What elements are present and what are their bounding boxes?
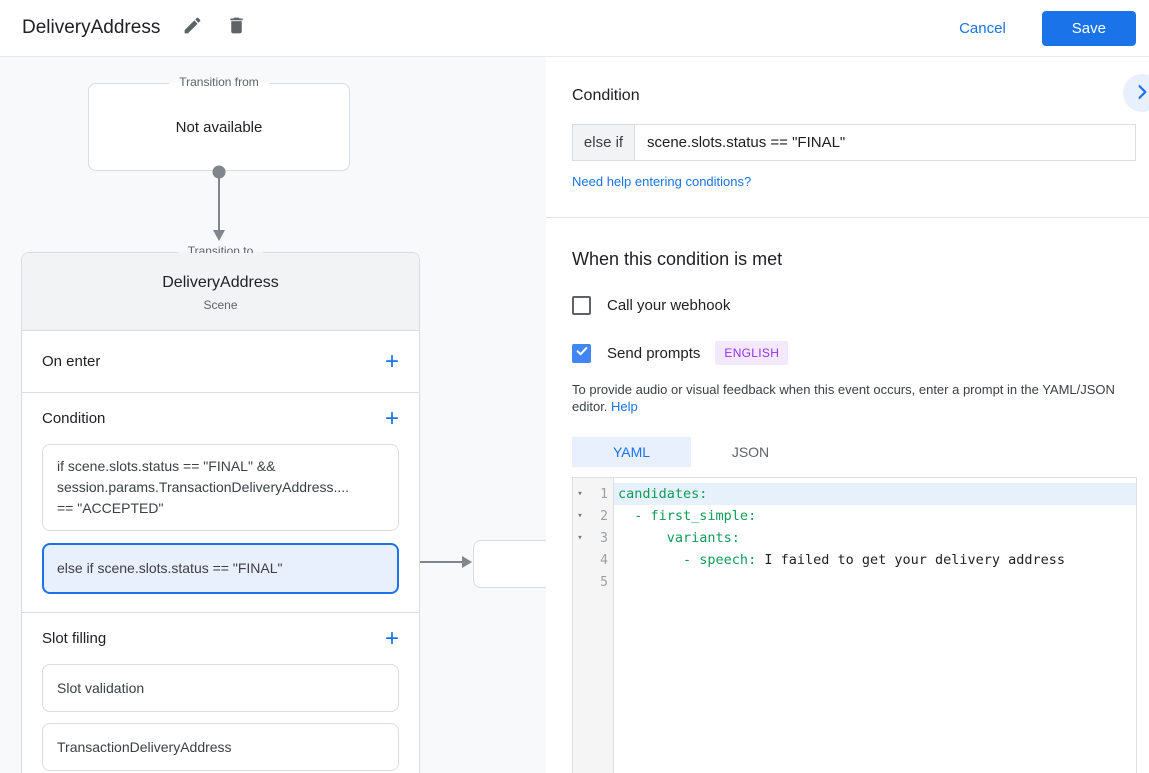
on-enter-row[interactable]: On enter + (22, 331, 419, 393)
condition-expression-input[interactable] (635, 125, 1135, 160)
line-number: 5 (600, 574, 608, 590)
language-badge: ENGLISH (715, 341, 789, 365)
transition-from-content: Not available (175, 118, 263, 136)
send-prompts-checkbox[interactable] (572, 343, 591, 363)
code-token (618, 508, 634, 524)
help-link[interactable]: Help (611, 399, 638, 414)
code-token: candidates: (618, 486, 708, 502)
on-enter-label: On enter (42, 353, 101, 370)
code-token: speech: (699, 552, 757, 568)
conditions-help-link[interactable]: Need help entering conditions? (572, 174, 752, 189)
call-webhook-checkbox[interactable] (572, 296, 591, 315)
scene-diagram-panel: Transition from Not available Transition… (0, 57, 563, 773)
send-prompts-row: Send prompts ENGLISH (572, 341, 1136, 365)
code-line[interactable]: - first_simple: (614, 505, 1136, 527)
code-token: variants: (666, 530, 740, 546)
edit-scene-button[interactable] (180, 16, 204, 40)
cancel-button[interactable]: Cancel (959, 19, 1006, 37)
gutter-row: ▾3 (573, 527, 613, 549)
condition-section: Condition + if scene.slots.status == "FI… (22, 393, 419, 613)
line-number: 2 (600, 508, 608, 524)
delete-scene-button[interactable] (224, 16, 248, 40)
code-token: - (634, 508, 651, 524)
down-arrow-connector (212, 165, 226, 241)
condition-prefix: else if (573, 125, 635, 160)
condition-line: session.params.TransactionDeliveryAddres… (57, 479, 350, 495)
scene-type: Scene (203, 298, 238, 312)
condition-section-head: Condition + (42, 393, 399, 444)
scene-card-header[interactable]: DeliveryAddress Scene (22, 253, 419, 331)
scene-card: Transition to DeliveryAddress Scene On e… (21, 244, 420, 773)
fold-arrow-icon[interactable]: ▾ (577, 533, 583, 543)
chevron-right-icon (1132, 82, 1149, 105)
line-number: 3 (600, 530, 608, 546)
webhook-row: Call your webhook (572, 296, 1136, 315)
slot-item-validation[interactable]: Slot validation (42, 664, 399, 712)
code-line[interactable]: - speech: I failed to get your delivery … (614, 549, 1136, 571)
editor-tabs: YAML JSON (572, 437, 1136, 467)
slot-filling-section: Slot filling + Slot validation Transacti… (22, 613, 419, 773)
send-prompts-label: Send prompts (607, 344, 701, 362)
condition-label: Condition (42, 410, 106, 427)
code-token (618, 530, 667, 546)
line-number: 1 (600, 486, 608, 502)
editor-code[interactable]: candidates: - first_simple: variants: - … (614, 478, 1136, 773)
gutter-row: 4 (573, 549, 613, 571)
code-token: first_simple: (650, 508, 757, 524)
prompt-description: To provide audio or visual feedback when… (572, 381, 1149, 415)
code-token: I failed to get your delivery address (756, 552, 1066, 568)
transition-from-label: Transition from (169, 75, 269, 89)
pencil-icon (182, 15, 203, 41)
gutter-row: ▾2 (573, 505, 613, 527)
checkmark-icon (575, 344, 589, 363)
when-condition-met-title: When this condition is met (572, 249, 783, 269)
trash-icon (226, 15, 247, 41)
line-number: 4 (600, 552, 608, 568)
code-token: - (683, 552, 700, 568)
fold-arrow-icon[interactable]: ▾ (577, 511, 583, 521)
add-slot-icon[interactable]: + (384, 624, 399, 652)
code-token (618, 552, 683, 568)
condition-line: if scene.slots.status == "FINAL" && (57, 458, 276, 474)
fold-arrow-icon[interactable]: ▾ (577, 489, 583, 499)
condition-item-2-selected[interactable]: else if scene.slots.status == "FINAL" (42, 543, 399, 594)
code-line[interactable] (614, 571, 1136, 593)
slot-filling-section-head: Slot filling + (42, 613, 399, 664)
condition-line: == "ACCEPTED" (57, 500, 164, 516)
prompt-description-text: To provide audio or visual feedback when… (572, 382, 1115, 414)
transition-from-box[interactable]: Transition from Not available (88, 75, 350, 171)
condition-line: else if scene.slots.status == "FINAL" (57, 560, 283, 576)
gutter-row: 5 (573, 571, 613, 593)
slot-filling-label: Slot filling (42, 630, 107, 647)
scene-name: DeliveryAddress (162, 274, 279, 291)
tab-json[interactable]: JSON (731, 444, 770, 460)
condition-detail-panel: Condition else if Need help entering con… (546, 57, 1149, 773)
top-bar: DeliveryAddress Cancel Save (0, 0, 1149, 57)
add-on-enter-icon[interactable]: + (384, 347, 399, 375)
save-button[interactable]: Save (1041, 10, 1136, 46)
code-line[interactable]: candidates: (614, 483, 1136, 505)
tab-yaml[interactable]: YAML (572, 437, 691, 467)
gutter-row: ▾1 (573, 483, 613, 505)
add-condition-icon[interactable]: + (384, 404, 399, 432)
call-webhook-label: Call your webhook (607, 297, 731, 314)
slot-item-transaction-delivery-address[interactable]: TransactionDeliveryAddress (42, 723, 399, 771)
collapse-panel-button[interactable] (1123, 74, 1149, 112)
condition-expression-row: else if (572, 124, 1136, 161)
page-title: DeliveryAddress (22, 17, 161, 38)
condition-item-1[interactable]: if scene.slots.status == "FINAL" && sess… (42, 444, 399, 531)
code-line[interactable]: variants: (614, 527, 1136, 549)
section-divider (546, 217, 1149, 218)
panel-title: Condition (572, 87, 640, 104)
